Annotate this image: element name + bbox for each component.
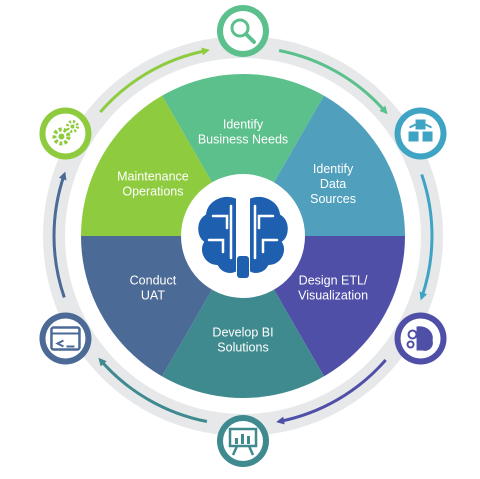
cycle-arrows <box>52 47 434 425</box>
brain-icon <box>196 195 290 278</box>
node-gears <box>39 107 92 160</box>
node-cubes <box>394 107 447 160</box>
segment-label-line: Business Needs <box>198 133 288 147</box>
segment-label-line: Develop BI <box>212 326 273 340</box>
segment-label-line: Maintenance <box>117 170 189 184</box>
node-face <box>223 11 263 51</box>
node-presentation-chart <box>217 415 269 467</box>
process-nodes <box>39 5 447 467</box>
node-face <box>400 113 441 154</box>
segment-identify-business-needs <box>143 74 343 236</box>
node-search <box>217 5 269 57</box>
segment-label-line: UAT <box>141 289 165 303</box>
segment-design-etl <box>243 236 405 398</box>
cycle-arrow <box>52 171 67 299</box>
node-browser-window <box>39 312 92 365</box>
segment-label-design-etl: Design ETL/Visualization <box>298 274 368 303</box>
segment-label-line: Identify <box>313 162 354 176</box>
cycle-arrow <box>276 359 387 425</box>
search-icon <box>230 18 256 44</box>
segment-label-line: Data <box>320 177 346 191</box>
process-wheel <box>81 74 405 398</box>
presentation-chart-icon <box>228 427 258 456</box>
cycle-arrow <box>98 357 208 424</box>
segment-label-line: Visualization <box>298 289 368 303</box>
segment-label-line: Solutions <box>217 341 268 355</box>
segment-label-line: Design ETL/ <box>299 274 368 288</box>
segment-label-line: Operations <box>122 185 183 199</box>
browser-window-icon <box>50 326 81 351</box>
cycle-arrow <box>419 173 434 301</box>
gears-icon <box>52 120 79 146</box>
segment-label-line: Identify <box>223 118 264 132</box>
cycle-arrow <box>278 49 388 115</box>
brain-gears-icon <box>406 326 433 351</box>
segment-conduct-uat <box>81 236 243 398</box>
cycle-arrow <box>99 47 210 113</box>
segment-label-line: Conduct <box>130 274 177 288</box>
node-brain-gears <box>394 312 447 365</box>
node-face <box>45 113 86 154</box>
segment-identify-data-sources <box>243 74 405 236</box>
segment-label-line: Sources <box>310 192 356 206</box>
segment-develop-bi <box>143 236 343 398</box>
segment-maintenance <box>81 74 243 236</box>
cubes-icon <box>408 119 433 142</box>
